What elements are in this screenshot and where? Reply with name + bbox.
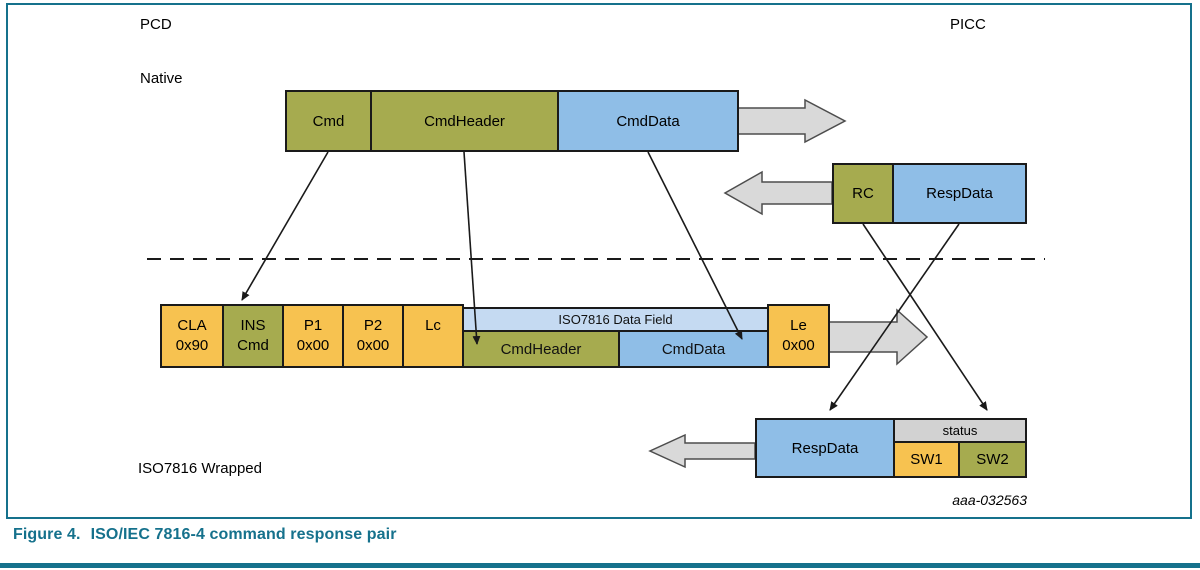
wrapped-cmddata-label: CmdData: [661, 340, 726, 358]
wrapped-status-label: status: [942, 423, 978, 438]
native-respdata-label: RespData: [926, 185, 993, 202]
wrapped-p1-name: P1: [303, 317, 323, 334]
figure-caption-title: ISO/IEC 7816-4 command response pair: [90, 526, 397, 543]
native-respdata-box: RespData: [892, 163, 1027, 224]
wrapped-le-name: Le: [790, 317, 807, 334]
wrapped-respdata-label: RespData: [791, 439, 859, 457]
artwork-id-label: aaa-032563: [952, 492, 1027, 508]
wrapped-cmdheader-box: CmdHeader: [464, 332, 620, 366]
native-row-label: Native: [140, 70, 183, 87]
wrapped-cla-name: CLA: [177, 317, 207, 334]
iso7816-wrapped-row-label: ISO7816 Wrapped: [138, 460, 262, 477]
native-rc-box: RC: [832, 163, 894, 224]
wrapped-sw1-label: SW1: [910, 451, 943, 468]
wrapped-p2-name: P2: [363, 317, 383, 334]
wrapped-p1-value: 0x00: [296, 337, 330, 354]
figure-caption: Figure 4. ISO/IEC 7816-4 command response…: [13, 526, 397, 544]
iso7816-datafield-title: ISO7816 Data Field: [558, 312, 673, 327]
wrapped-le-box: Le 0x00: [767, 304, 830, 368]
native-cmdheader-label: CmdHeader: [424, 112, 505, 130]
native-cmdheader-box: CmdHeader: [370, 90, 559, 152]
wrapped-lc-box: Lc: [402, 304, 464, 368]
wrapped-datafield-box: ISO7816 Data Field CmdHeader CmdData: [462, 307, 769, 368]
wrapped-p1-box: P1 0x00: [282, 304, 344, 368]
wrapped-cmddata-box: CmdData: [620, 332, 767, 366]
native-rc-label: RC: [852, 185, 874, 202]
wrapped-cmdheader-label: CmdHeader: [500, 340, 582, 358]
iso7816-datafield-strip: ISO7816 Data Field: [464, 309, 767, 332]
native-cmd-box: Cmd: [285, 90, 372, 152]
iso7816-datafield-content: CmdHeader CmdData: [464, 332, 767, 366]
pcd-label: PCD: [140, 16, 172, 33]
wrapped-p2-value: 0x00: [356, 337, 390, 354]
caption-underline-rule: [0, 563, 1200, 568]
figure-caption-number: Figure 4.: [13, 526, 81, 543]
wrapped-sw2-label: SW2: [976, 451, 1009, 468]
wrapped-sw2-box: SW2: [958, 441, 1027, 478]
picc-label: PICC: [950, 16, 986, 33]
native-cmd-label: Cmd: [312, 112, 345, 130]
wrapped-respdata-box: RespData: [755, 418, 895, 478]
native-cmddata-box: CmdData: [557, 90, 739, 152]
wrapped-le-value: 0x00: [782, 337, 815, 354]
wrapped-status-strip: status: [893, 418, 1027, 443]
wrapped-cla-box: CLA 0x90: [160, 304, 224, 368]
wrapped-ins-box: INS Cmd: [222, 304, 284, 368]
wrapped-ins-name: INS: [240, 317, 266, 334]
wrapped-p2-box: P2 0x00: [342, 304, 404, 368]
wrapped-cla-value: 0x90: [175, 337, 209, 354]
native-cmddata-label: CmdData: [616, 112, 680, 130]
wrapped-lc-name: Lc: [425, 317, 441, 334]
wrapped-ins-value: Cmd: [237, 337, 269, 354]
wrapped-sw1-box: SW1: [893, 441, 960, 478]
